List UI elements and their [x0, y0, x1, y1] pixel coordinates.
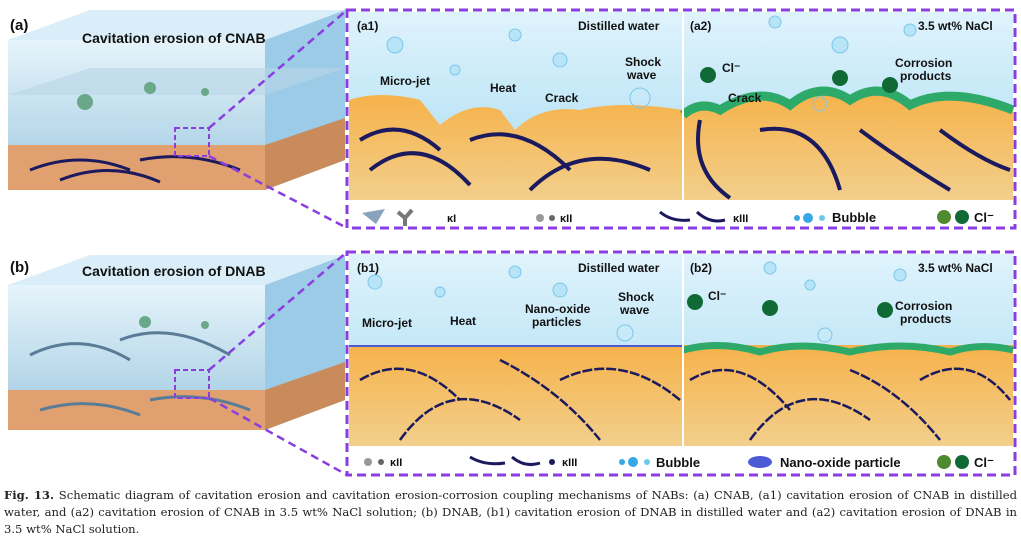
panel-a-label: (a) [10, 17, 28, 34]
label-crack: Crack [545, 91, 579, 105]
label-particles: particles [532, 315, 582, 329]
label-heat: Heat [490, 81, 516, 95]
figure-caption: Fig. 13. Schematic diagram of cavitation… [4, 487, 1017, 538]
label-crack-a2: Crack [728, 91, 762, 105]
zoom-connectors [208, 9, 348, 477]
panel-b1-label: (b1) [357, 261, 379, 275]
legend-b-k3: κIII [562, 457, 577, 469]
label-corrosion-b2: Corrosion [895, 299, 952, 313]
label-cl: Cl⁻ [722, 61, 740, 75]
panel-b-title: Cavitation erosion of DNAB [82, 263, 266, 279]
label-shock: Shock [625, 55, 661, 69]
dnab-block: (b) Cavitation erosion of DNAB [8, 255, 345, 430]
panel-a2-condition: 3.5 wt% NaCl [918, 19, 993, 33]
label-cl-b2: Cl⁻ [708, 289, 726, 303]
panel-a1-a2: (a1) Distilled water (a2) 3.5 wt% NaCl M… [345, 8, 1017, 230]
label-wave: wave [626, 68, 657, 82]
label-corrosion: Corrosion [895, 56, 952, 70]
legend-b-nano-oxide: Nano-oxide particle [780, 455, 901, 470]
panel-a1-label: (a1) [357, 19, 378, 33]
panel-b1-condition: Distilled water [578, 261, 660, 275]
label-micro-jet: Micro-jet [380, 74, 430, 88]
caption-label: Fig. 13. [4, 488, 55, 502]
label-wave-b1: wave [619, 303, 650, 317]
label-heat-b1: Heat [450, 314, 476, 328]
panel-b-label: (b) [10, 259, 29, 276]
label-micro-jet-b1: Micro-jet [362, 316, 412, 330]
legend-b-cl: Cl⁻ [974, 455, 994, 470]
panel-a1-condition: Distilled water [578, 19, 660, 33]
cnab-block: (a) Cavitation erosion of CNAB [8, 10, 345, 190]
panel-a-title: Cavitation erosion of CNAB [82, 30, 266, 46]
panel-b1-b2: (b1) Distilled water (b2) 3.5 wt% NaCl M… [345, 250, 1017, 477]
label-products-b2: products [900, 312, 952, 326]
label-nano-oxide: Nano-oxide [525, 302, 591, 316]
legend-k2: κII [560, 213, 572, 225]
legend-cl: Cl⁻ [974, 210, 994, 225]
legend-b-k2: κII [390, 457, 402, 469]
label-shock-b1: Shock [618, 290, 654, 304]
caption-text: Schematic diagram of cavitation erosion … [4, 488, 1017, 536]
legend-bubble: Bubble [832, 210, 876, 225]
mechanism-figure: (a) Cavitation erosion of CNAB (b) Cavit… [8, 8, 1017, 477]
label-products: products [900, 69, 952, 83]
panel-a2-label: (a2) [690, 19, 711, 33]
panel-b2-condition: 3.5 wt% NaCl [918, 261, 993, 275]
legend-b: κII κIII Bubble Nano-oxide particle Cl⁻ [364, 455, 994, 470]
panel-b2-label: (b2) [690, 261, 712, 275]
legend-k3: κIII [733, 213, 748, 225]
legend-k1: κI [447, 213, 456, 225]
legend-b-bubble: Bubble [656, 455, 700, 470]
legend-a: κI κII κIII Bubble Cl⁻ [362, 208, 994, 226]
